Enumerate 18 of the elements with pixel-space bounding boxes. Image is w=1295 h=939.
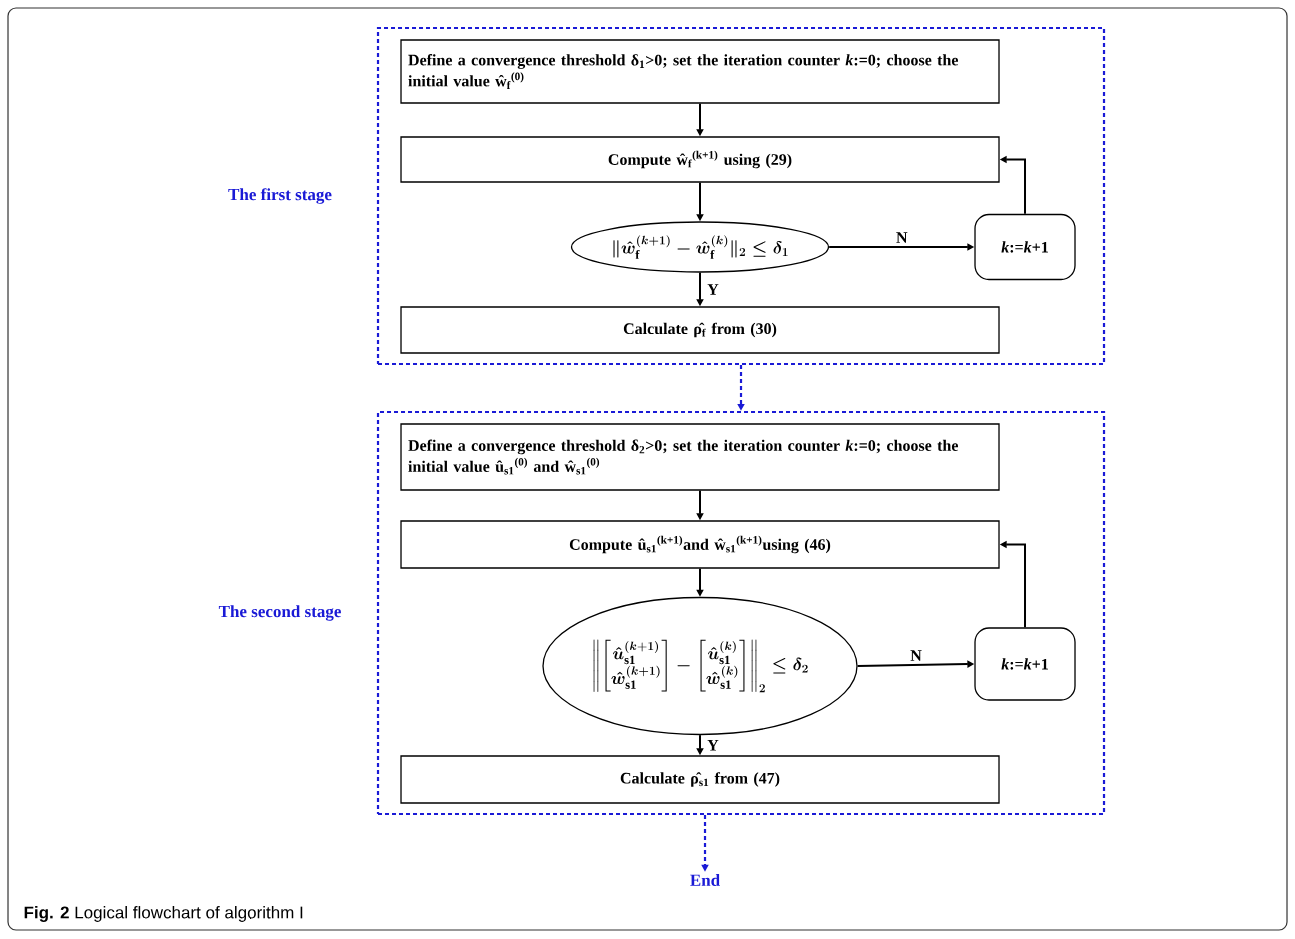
stage-frame: [376, 410, 1106, 816]
process-box: Define a convergence threshold δ$_{1}$>0; set the iteration counter k:=0; choose the initial value ŵ$_{f}$(0): [400, 39, 1000, 104]
process-box: Define a convergence threshold δ$_{2}$>0; set the iteration counter k:=0; choose the initial value û$_{s1}$$^{(0)}$ and ŵ$_{s1}$(0): [400, 423, 1000, 491]
stage-frame: [376, 26, 1106, 366]
process-box: Calculate ρ̂$_{s1}$ from (47): [400, 755, 1000, 804]
stage-label: The first stage: [228, 188, 332, 204]
edge-label: Y: [706, 739, 720, 752]
update-box: k:=k+1: [974, 213, 1076, 281]
process-box: Compute û$_{s1}$$^{(k+1)}$and ŵ$_{s1}$$^{(k+1)}$using (46): [400, 520, 1000, 569]
update-box: k:=k+1: [974, 627, 1076, 701]
stage-label: The second stage: [218, 605, 341, 621]
edge-label: Y: [706, 283, 720, 296]
end-label: End: [690, 874, 720, 886]
process-box: Compute ŵ$_{f}$$^{(k+1)}$ using (29): [400, 136, 1000, 183]
edge-label: N: [895, 231, 909, 244]
process-box: Calculate ρ̂$_{f}$ from (30): [400, 306, 1000, 354]
caption: Fig. 2 Logical flowchart of algorithm I: [24, 906, 303, 922]
edge-label: N: [909, 649, 923, 662]
